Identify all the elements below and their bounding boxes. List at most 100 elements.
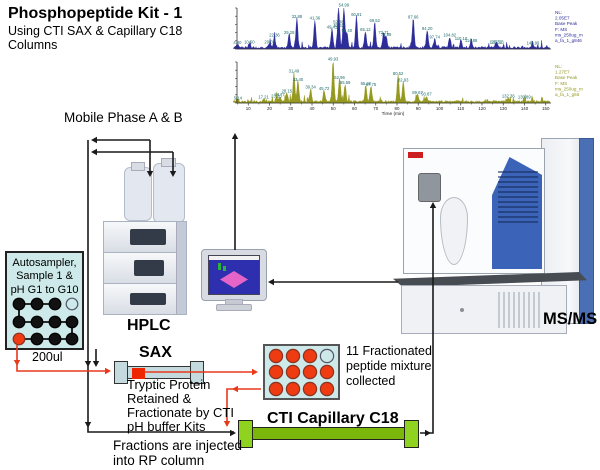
- bottle-b-cap-icon: [161, 158, 176, 167]
- svg-text:60.91: 60.91: [351, 12, 362, 17]
- page-subtitle: Using CTI SAX & Capillary C18 Columns: [8, 23, 183, 53]
- hplc-module: [104, 222, 186, 253]
- svg-text:a_fa_1_g56: a_fa_1_g56: [555, 92, 580, 97]
- svg-text:90: 90: [416, 106, 421, 111]
- svg-text:69.52: 69.52: [369, 18, 380, 23]
- svg-text:10: 10: [246, 106, 251, 111]
- hplc-tower: [103, 221, 187, 315]
- svg-text:114.88: 114.88: [465, 38, 478, 43]
- svg-text:NL:: NL:: [555, 10, 562, 15]
- hplc-tray-slot: [130, 293, 166, 305]
- svg-text:29.28: 29.28: [284, 30, 295, 35]
- svg-text:F: MS: F: MS: [555, 81, 567, 86]
- autosampler-wells: [12, 297, 79, 346]
- svg-text:41.36: 41.36: [310, 16, 321, 21]
- svg-text:40: 40: [310, 106, 315, 111]
- monitor-base: [216, 304, 252, 311]
- svg-text:20: 20: [267, 106, 272, 111]
- msms-analyzer-box: [403, 148, 545, 274]
- ion-source: [418, 173, 441, 202]
- svg-text:23.26: 23.26: [271, 93, 282, 98]
- svg-text:127.13: 127.13: [491, 40, 504, 45]
- svg-text:5.14: 5.14: [234, 95, 243, 100]
- msms-vent-icon: [498, 171, 538, 223]
- svg-text:20.07: 20.07: [264, 40, 275, 45]
- solvent-bottle-b: [153, 163, 185, 223]
- hplc-module: [104, 284, 186, 315]
- svg-text:50: 50: [331, 106, 336, 111]
- monitor-screen: [208, 255, 260, 295]
- monitor-titlebar: [209, 256, 259, 260]
- data-system-monitor: [201, 249, 267, 311]
- svg-text:24.77: 24.77: [274, 92, 285, 97]
- cabinet-handle-icon: [460, 308, 464, 312]
- cabinet-grill-icon: [498, 292, 540, 328]
- svg-text:65.32: 65.32: [361, 81, 372, 86]
- svg-text:80.52: 80.52: [393, 71, 404, 76]
- svg-text:39.34: 39.34: [305, 84, 316, 89]
- svg-text:49.41: 49.41: [327, 25, 338, 30]
- svg-text:130: 130: [500, 106, 508, 111]
- svg-text:56.40: 56.40: [342, 28, 353, 33]
- hplc-module: [104, 253, 186, 284]
- svg-text:110: 110: [457, 106, 465, 111]
- svg-text:Base Peak: Base Peak: [555, 21, 578, 26]
- fraction-wells: [268, 348, 335, 397]
- svg-text:89.67: 89.67: [412, 90, 423, 95]
- svg-text:10.50: 10.50: [244, 39, 255, 44]
- svg-text:2.05E7: 2.05E7: [555, 16, 570, 21]
- svg-text:132.36: 132.36: [502, 94, 515, 99]
- svg-text:70: 70: [373, 106, 378, 111]
- svg-text:150: 150: [542, 106, 550, 111]
- svg-text:60: 60: [352, 106, 357, 111]
- svg-text:93.87: 93.87: [421, 92, 432, 97]
- hplc-instrument: [100, 155, 192, 317]
- svg-text:1.27E7: 1.27E7: [555, 70, 570, 75]
- svg-text:49.93: 49.93: [328, 56, 339, 61]
- svg-text:73.71: 73.71: [378, 30, 389, 35]
- hplc-side-strip: [176, 222, 186, 314]
- svg-text:110.10: 110.10: [455, 36, 468, 41]
- svg-text:143.99: 143.99: [527, 41, 540, 46]
- title-block: Phosphopeptide Kit - 1 Using CTI SAX & C…: [8, 5, 234, 53]
- svg-text:97.74: 97.74: [429, 34, 440, 39]
- svg-text:67.75: 67.75: [366, 82, 377, 87]
- svg-text:140: 140: [521, 106, 529, 111]
- msms-side-panel: [579, 138, 594, 324]
- svg-text:ms_250ug_m: ms_250ug_m: [555, 86, 583, 91]
- svg-text:94.20: 94.20: [422, 26, 433, 31]
- page-title: Phosphopeptide Kit - 1: [8, 5, 183, 22]
- svg-text:52.62: 52.62: [334, 23, 345, 28]
- svg-text:NL:: NL:: [555, 64, 562, 69]
- svg-text:45.72: 45.72: [319, 86, 330, 91]
- fraction-collection-box: [263, 344, 340, 400]
- msms-label: MS/MS: [543, 310, 598, 328]
- svg-text:87.66: 87.66: [408, 15, 419, 20]
- svg-text:Time (min): Time (min): [382, 111, 405, 117]
- svg-text:17.21: 17.21: [258, 95, 269, 100]
- svg-text:54.99: 54.99: [339, 2, 350, 7]
- svg-text:55.59: 55.59: [340, 80, 351, 85]
- svg-text:52.38: 52.38: [333, 20, 344, 25]
- msms-instrument: [393, 132, 599, 336]
- c18-label: CTI Capillary C18: [267, 410, 399, 427]
- svg-text:120: 120: [478, 106, 486, 111]
- svg-text:33.40: 33.40: [293, 77, 304, 82]
- surface-plot-icon: [220, 271, 248, 288]
- svg-text:80: 80: [395, 106, 400, 111]
- svg-text:126.51: 126.51: [489, 39, 502, 44]
- injection-volume-label: 200ul: [32, 350, 63, 364]
- sax-left-cap: [114, 361, 128, 384]
- svg-text:32.88: 32.88: [292, 14, 303, 19]
- autosampler-label: Autosampler,Sample 1 &pH G1 to G10: [10, 257, 79, 296]
- svg-text:65.12: 65.12: [360, 27, 371, 32]
- svg-text:Base Peak: Base Peak: [555, 75, 578, 80]
- svg-text:30: 30: [288, 106, 293, 111]
- vendor-logo-icon: [408, 152, 423, 158]
- svg-text:104.82: 104.82: [443, 33, 456, 38]
- source-housing: [440, 197, 468, 265]
